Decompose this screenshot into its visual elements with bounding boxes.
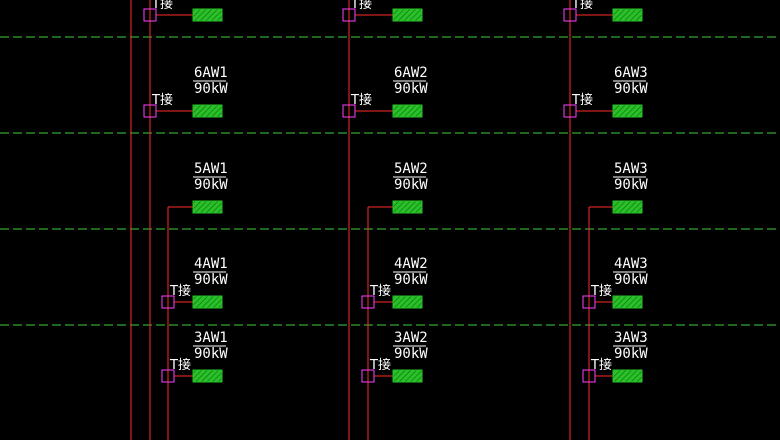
- t-junction-node: [161, 295, 175, 309]
- distribution-panel-box: [192, 369, 223, 383]
- panel-name: 5AW1: [194, 161, 228, 177]
- tag-label: T接: [571, 0, 593, 12]
- panel-name: 3AW1: [194, 330, 228, 346]
- t-junction-node: [582, 369, 596, 383]
- tag-label: T接: [169, 283, 191, 299]
- distribution-panel-box: [612, 200, 643, 214]
- t-junction-node: [342, 8, 356, 22]
- panel-name: 4AW2: [394, 256, 428, 272]
- t-junction-node: [342, 104, 356, 118]
- t-junction-node: [143, 8, 157, 22]
- tag-label: T接: [590, 357, 612, 373]
- t-junction-node: [563, 8, 577, 22]
- t-junction-node: [161, 369, 175, 383]
- tag-label: T接: [350, 0, 372, 12]
- panel-name: 5AW2: [394, 161, 428, 177]
- t-junction-node: [361, 295, 375, 309]
- panel-power: 90kW: [194, 177, 228, 193]
- distribution-panel-box: [612, 295, 643, 309]
- tag-label: T接: [151, 92, 173, 108]
- panel-top-c3: T接: [563, 0, 643, 22]
- tag-label: T接: [571, 92, 593, 108]
- panel-power: 90kW: [614, 346, 648, 362]
- t-junction-node: [582, 295, 596, 309]
- panel-power: 90kW: [614, 272, 648, 288]
- panel-power: 90kW: [194, 346, 228, 362]
- panel-power: 90kW: [394, 346, 428, 362]
- distribution-panel-box: [192, 104, 223, 118]
- panel-power: 90kW: [394, 272, 428, 288]
- panel-power: 90kW: [194, 272, 228, 288]
- risers: [130, 0, 590, 440]
- distribution-panel-box: [192, 295, 223, 309]
- panel-name: 6AW3: [614, 65, 648, 81]
- panel-name: 6AW2: [394, 65, 428, 81]
- panel-name: 4AW1: [194, 256, 228, 272]
- t-junction-node: [143, 104, 157, 118]
- panel-power: 90kW: [194, 81, 228, 97]
- panel-name: 3AW2: [394, 330, 428, 346]
- panel-name: 4AW3: [614, 256, 648, 272]
- panel-top-c1: T接: [143, 0, 223, 22]
- distribution-panel-box: [612, 369, 643, 383]
- tag-label: T接: [151, 0, 173, 12]
- distribution-panel-box: [392, 200, 423, 214]
- panel-name: 5AW3: [614, 161, 648, 177]
- floor-lines: [0, 36, 780, 326]
- tag-label: T接: [369, 357, 391, 373]
- panel-name: 3AW3: [614, 330, 648, 346]
- distribution-panel-box: [612, 104, 643, 118]
- distribution-panel-box: [192, 8, 223, 22]
- panel-name: 6AW1: [194, 65, 228, 81]
- distribution-panel-box: [392, 295, 423, 309]
- panel-power: 90kW: [394, 81, 428, 97]
- tag-label: T接: [169, 357, 191, 373]
- distribution-panel-box: [392, 104, 423, 118]
- distribution-panel-box: [392, 369, 423, 383]
- panel-power: 90kW: [614, 177, 648, 193]
- t-junction-node: [563, 104, 577, 118]
- panel-top-c2: T接: [342, 0, 423, 22]
- tag-label: T接: [369, 283, 391, 299]
- panel-power: 90kW: [394, 177, 428, 193]
- panel-power: 90kW: [614, 81, 648, 97]
- tag-label: T接: [590, 283, 612, 299]
- distribution-panel-box: [392, 8, 423, 22]
- distribution-panel-box: [612, 8, 643, 22]
- tag-label: T接: [350, 92, 372, 108]
- distribution-panel-box: [192, 200, 223, 214]
- t-junction-node: [361, 369, 375, 383]
